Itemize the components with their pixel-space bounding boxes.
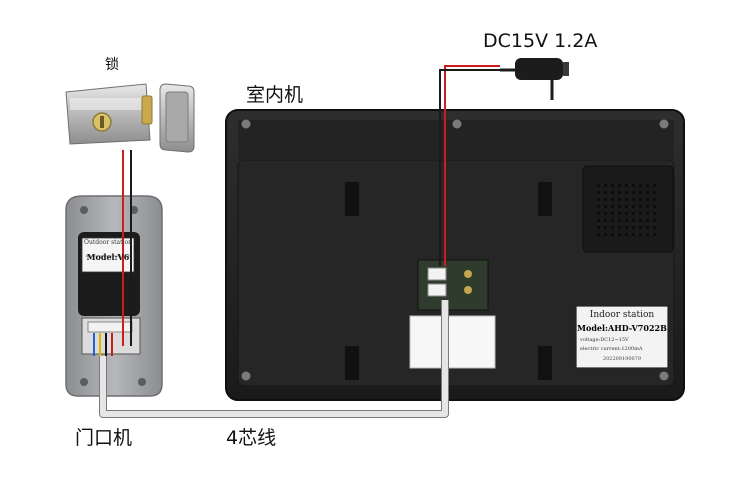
power-adapter: [500, 58, 569, 100]
label-power-spec: DC15V 1.2A: [483, 30, 598, 52]
indoor-sticker: Indoor station Model:AHD-V7022B voltage:…: [576, 306, 668, 368]
signal-cable: [100, 300, 448, 417]
indoor-sticker-serial: 202209190079: [602, 356, 642, 362]
indoor-sticker-model: Model:AHD-V7022B: [577, 323, 667, 333]
indoor-sticker-title: Indoor station: [589, 310, 655, 320]
power-wire-negative: [439, 69, 500, 266]
outdoor-sticker-title: Outdoor station: [84, 239, 132, 246]
wiring: [99, 65, 500, 418]
outdoor-sticker-model: Model:V6: [86, 252, 130, 262]
power-wire-positive: [444, 65, 500, 266]
outdoor-unit: [65, 195, 163, 397]
electric-lock: [65, 83, 195, 153]
indoor-sticker-current: electric current:1200mA: [580, 346, 643, 352]
label-lock: 锁: [105, 57, 119, 73]
label-outdoor-unit: 门口机: [75, 427, 133, 449]
indoor-unit: [225, 109, 685, 401]
outdoor-sticker: Outdoor station Model:V6: [82, 238, 134, 272]
label-indoor-unit: 室内机: [246, 84, 304, 106]
label-cable: 4芯线: [226, 427, 277, 449]
indoor-sticker-voltage: voltage:DC12~15V: [580, 337, 629, 343]
